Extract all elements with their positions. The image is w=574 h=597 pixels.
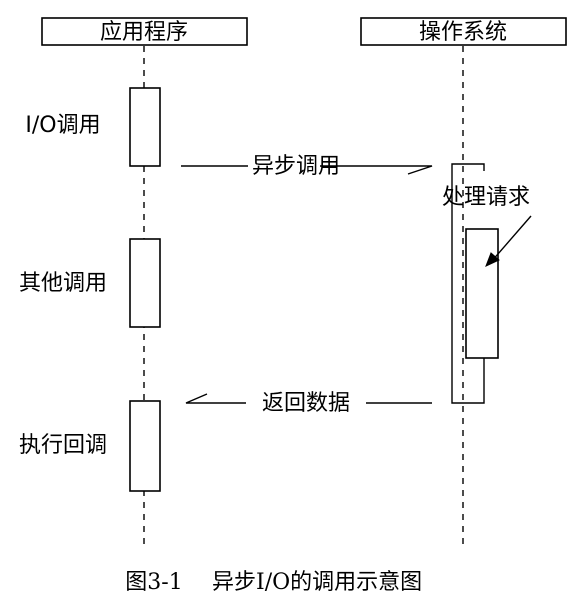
- other-call-label: 其他调用: [19, 271, 107, 296]
- handle-request-arrowhead: [485, 252, 500, 267]
- os-header-box: [360, 17, 567, 46]
- os-activation-tab: [451, 163, 485, 171]
- async-call-arrowhead: [407, 165, 433, 175]
- app-activation-other: [129, 238, 161, 328]
- handle-request-arrow-line: [490, 215, 532, 263]
- return-data-label: 返回数据: [262, 391, 350, 416]
- app-activation-io: [129, 87, 161, 167]
- app-header-title: 应用程序: [100, 20, 188, 45]
- app-header-box: [41, 17, 248, 46]
- io-call-label: I/O调用: [25, 113, 100, 138]
- figure-caption: 异步I/O的调用示意图: [212, 570, 422, 595]
- exec-callback-label: 执行回调: [19, 433, 107, 458]
- async-call-label: 异步调用: [252, 154, 340, 179]
- os-activation-outer: [451, 171, 485, 404]
- return-data-arrowhead: [185, 393, 208, 404]
- app-activation-callback: [129, 400, 161, 492]
- handle-request-label: 处理请求: [442, 185, 530, 210]
- os-header-title: 操作系统: [419, 20, 507, 45]
- os-processing-box: [465, 228, 499, 359]
- figure-number: 图3-1: [125, 570, 182, 595]
